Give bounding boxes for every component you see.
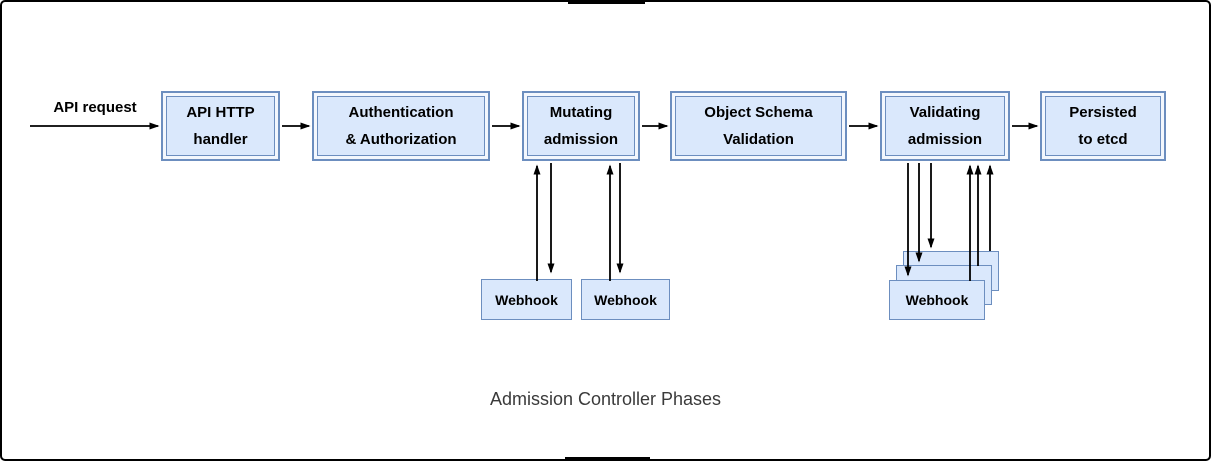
phase-label: Mutating admission (543, 104, 619, 148)
webhook-box-mutating-1: Webhook (481, 279, 572, 320)
webhook-label: Webhook (594, 291, 657, 308)
webhook-label: Webhook (905, 292, 969, 308)
phase-label: Object Schema Validation (704, 104, 813, 148)
webhook-box-mutating-2: Webhook (581, 279, 670, 320)
phase-box-fill: Authentication & Authorization (317, 96, 485, 156)
phase-box-object-schema-validation: Object Schema Validation (670, 91, 847, 161)
phase-label: Validating admission (907, 104, 983, 148)
phase-box-api-http-handler: API HTTP handler (161, 91, 280, 161)
phase-box-validating-admission: Validating admission (880, 91, 1010, 161)
phase-box-fill: API HTTP handler (166, 96, 275, 156)
phase-label: Authentication & Authorization (345, 104, 457, 148)
mutating-webhook-arrows (533, 163, 624, 281)
api-request-label: API request (53, 99, 137, 116)
phase-label: API HTTP handler (186, 104, 255, 148)
phase-box-persisted-to-etcd: Persisted to etcd (1040, 91, 1166, 161)
frame-notch-bottom (565, 457, 650, 461)
phase-box-fill: Object Schema Validation (675, 96, 842, 156)
phase-box-fill: Validating admission (885, 96, 1005, 156)
webhook-box-validating-front: Webhook (889, 280, 985, 320)
webhook-label: Webhook (495, 291, 558, 308)
frame-notch-top (568, 0, 645, 4)
phase-box-fill: Persisted to etcd (1045, 96, 1161, 156)
diagram-caption: Admission Controller Phases (489, 389, 722, 409)
phase-box-authentication-authorization: Authentication & Authorization (312, 91, 490, 161)
phase-box-fill: Mutating admission (527, 96, 635, 156)
phase-box-mutating-admission: Mutating admission (522, 91, 640, 161)
phase-label: Persisted to etcd (1069, 104, 1137, 148)
